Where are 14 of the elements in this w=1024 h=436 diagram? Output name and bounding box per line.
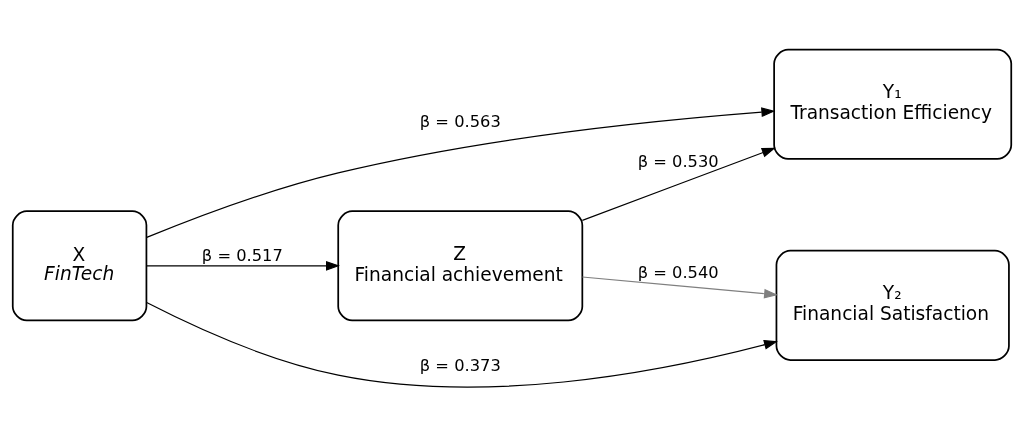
- arrow: [146, 260, 340, 271]
- edge-label: β = 0.517: [201, 245, 283, 265]
- arrow: [581, 275, 779, 299]
- node-box: Z Financial achievement: [337, 209, 584, 321]
- edge-label: β = 0.540: [637, 262, 719, 282]
- edge-label: β = 0.563: [419, 111, 501, 131]
- arrow: [146, 301, 778, 387]
- arrow: [146, 106, 776, 238]
- node-box: Y₂ Financial Satisfaction: [775, 249, 1010, 361]
- node-box: Y₁ Transaction Efficiency: [773, 48, 1013, 160]
- edge-label: β = 0.373: [419, 355, 501, 375]
- edge-label: β = 0.530: [637, 151, 719, 171]
- arrow: [581, 147, 776, 221]
- node-box: X FinTech: [11, 209, 148, 321]
